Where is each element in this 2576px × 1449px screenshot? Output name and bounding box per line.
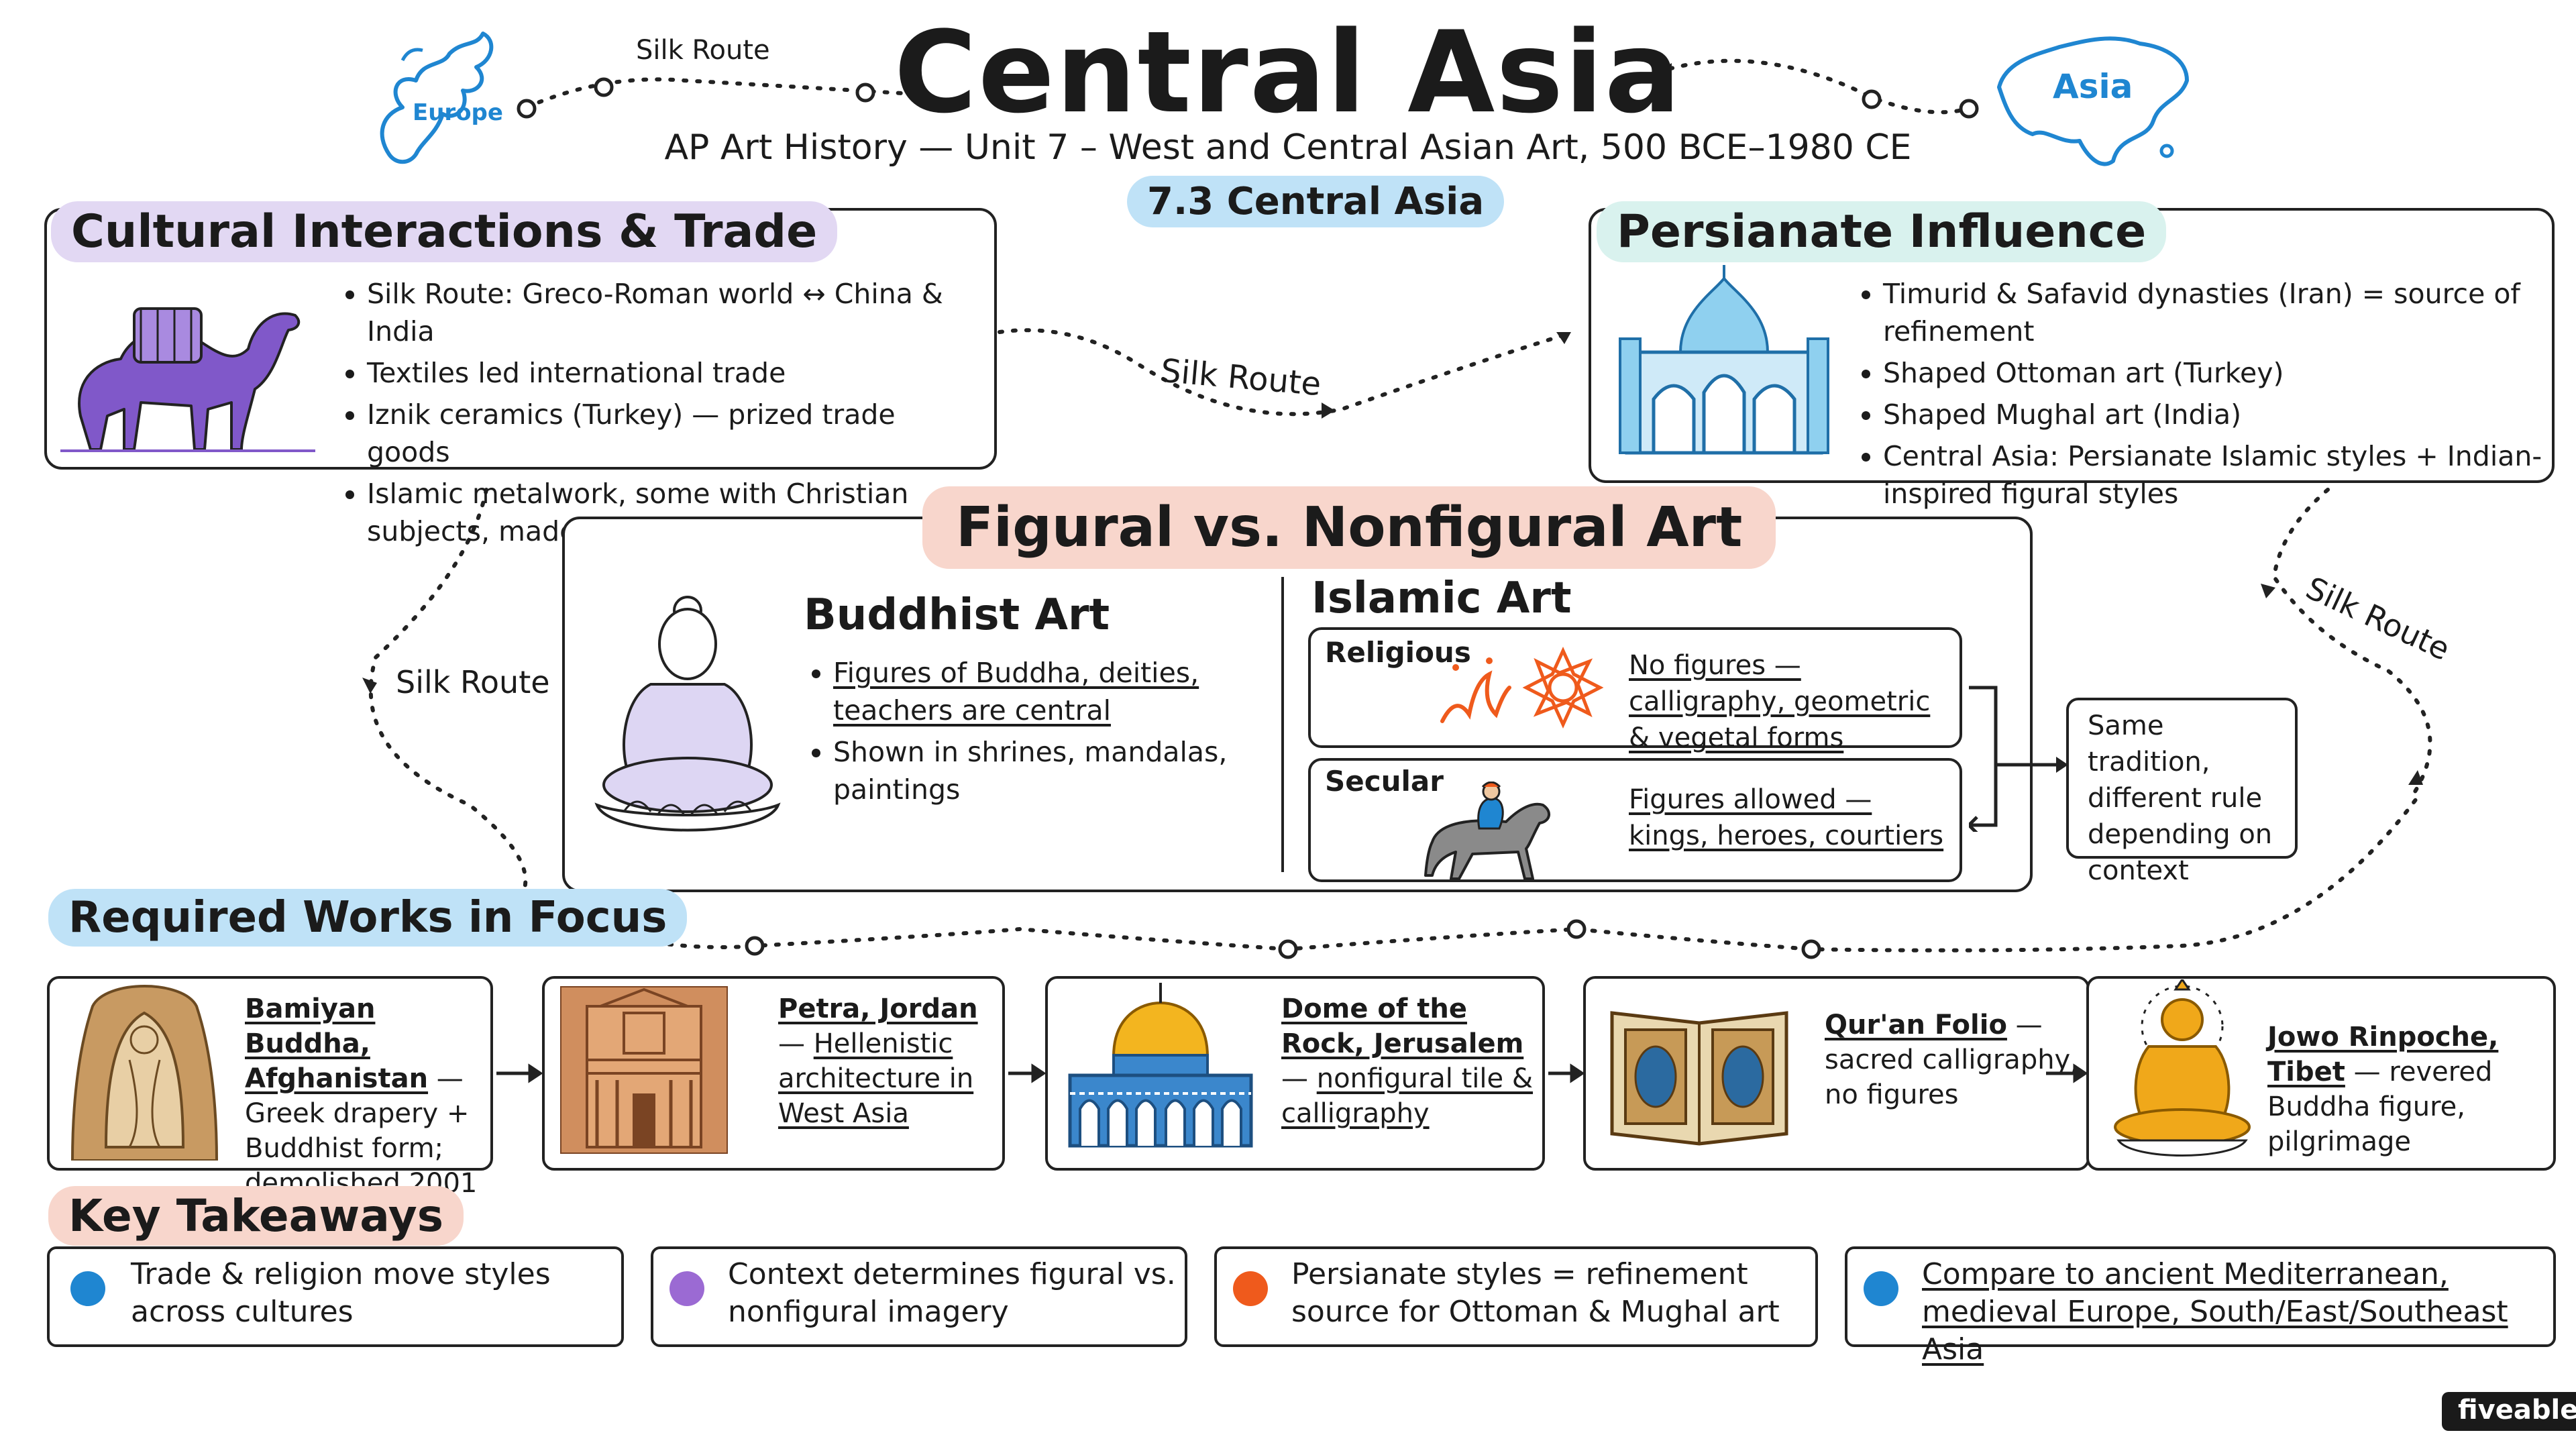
buddha-icon	[584, 584, 792, 852]
jowo-rinpoche-icon	[2105, 979, 2259, 1161]
mosque-icon	[1613, 265, 1835, 460]
takeaway-dot-4	[1864, 1271, 1898, 1306]
calligraphy-icon	[1436, 641, 1610, 735]
figural-divider	[1281, 577, 1284, 872]
work-text-bamiyan: Bamiyan Buddha, Afghanistan — Greek drap…	[245, 994, 478, 1199]
takeaway-dot-3	[1233, 1271, 1268, 1306]
secular-text: Figures allowed — kings, heroes, courtie…	[1629, 784, 1944, 851]
takeaway-dot-1	[70, 1271, 105, 1306]
work-text-jowo: Jowo Rinpoche, Tibet — revered Buddha fi…	[2267, 1022, 2499, 1157]
brand-logo: fiveable	[2442, 1392, 2576, 1431]
buddhist-art-heading: Buddhist Art	[804, 590, 1110, 640]
bamiyan-buddha-icon	[66, 966, 223, 1161]
takeaway-dot-2	[669, 1271, 704, 1306]
religious-label: Religious	[1325, 636, 1471, 669]
dome-of-the-rock-icon	[1060, 976, 1261, 1150]
asia-map-icon	[1986, 27, 2200, 181]
asia-label: Asia	[2053, 67, 2133, 106]
bracket-arrow	[1969, 686, 2068, 832]
horse-rider-icon	[1419, 782, 1560, 882]
takeaway-text-4: Compare to ancient Mediterranean, mediev…	[1922, 1257, 2508, 1366]
takeaway-text-2: Context determines figural vs. nonfigura…	[728, 1257, 1176, 1329]
buddhist-bullet: Shown in shrines, mandalas, paintings	[833, 733, 1234, 808]
top-route-label: Silk Route	[636, 35, 770, 66]
work-text-dome: Dome of the Rock, Jerusalem — nonfigural…	[1281, 994, 1534, 1129]
europe-label: Europe	[413, 99, 503, 126]
takeaway-card-4	[1845, 1246, 2556, 1347]
takeaway-text-3: Persianate styles = refinement source fo…	[1291, 1257, 1780, 1329]
works-flow-arrows	[496, 1063, 2088, 1083]
takeaway-card-2	[651, 1246, 1187, 1347]
buddhist-bullet: Figures of Buddha, deities, teachers are…	[833, 654, 1234, 729]
religious-text: No figures — calligraphy, geometric & ve…	[1629, 650, 1931, 753]
work-text-petra: Petra, Jordan — Hellenistic architecture…	[778, 994, 978, 1129]
cultural-bullet: Silk Route: Greco-Roman world ↔ China & …	[367, 275, 983, 350]
takeaway-text-1: Trade & religion move styles across cult…	[131, 1257, 551, 1329]
secular-label: Secular	[1325, 765, 1444, 798]
page-subtitle: AP Art History — Unit 7 – West and Centr…	[664, 127, 1912, 168]
cultural-bullet: Textiles led international trade	[367, 354, 983, 392]
europe-map-icon	[362, 20, 510, 174]
topic-badge: 7.3 Central Asia	[1127, 176, 1505, 227]
cultural-bullet: Iznik ceramics (Turkey) — prized trade g…	[367, 396, 983, 471]
cultural-interactions-title: Cultural Interactions & Trade	[51, 201, 838, 262]
secular-box	[1308, 758, 1962, 882]
takeaway-card-1	[47, 1246, 624, 1347]
persianate-bullet: Central Asia: Persianate Islamic styles …	[1883, 437, 2546, 513]
persianate-bullet: Timurid & Safavid dynasties (Iran) = sou…	[1883, 275, 2546, 350]
religious-box	[1308, 627, 1962, 748]
islamic-art-heading: Islamic Art	[1311, 574, 1572, 623]
persianate-bullet: Shaped Mughal art (India)	[1883, 396, 2546, 433]
petra-icon	[560, 986, 728, 1154]
page-title: Central Asia	[894, 7, 1682, 138]
left-route-label: Silk Route	[396, 664, 550, 700]
context-note: Same tradition, different rule depending…	[2088, 710, 2273, 886]
context-note-box	[2066, 698, 2298, 859]
figural-title: Figural vs. Nonfigural Art	[922, 486, 1776, 569]
quran-folio-icon	[1605, 1000, 1793, 1147]
work-text-quran: Qur'an Folio — sacred calligraphy, no fi…	[1825, 1010, 2079, 1110]
camel-icon	[60, 282, 315, 456]
takeaway-card-3	[1214, 1246, 1818, 1347]
persianate-title: Persianate Influence	[1597, 201, 2167, 262]
persianate-bullet: Shaped Ottoman art (Turkey)	[1883, 354, 2546, 392]
works-title: Required Works in Focus	[48, 889, 688, 947]
takeaways-title: Key Takeaways	[48, 1186, 464, 1246]
